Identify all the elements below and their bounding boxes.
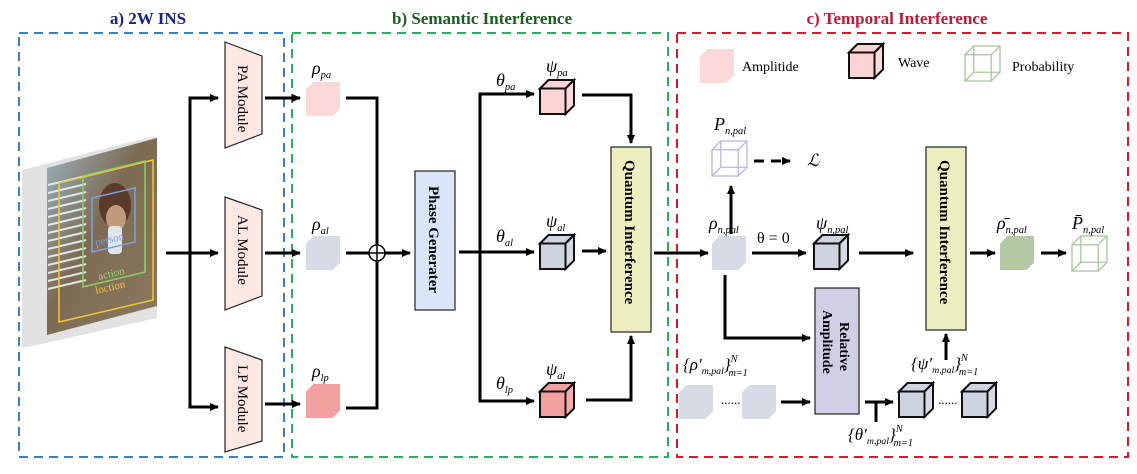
relative-amplitude-block: Relative Amplitude (814, 287, 860, 415)
wave-cube-pa (537, 77, 577, 117)
label-Pbar-n-pal: P̄n,pal (1071, 213, 1104, 236)
arrow-psi-lp-to-qi (586, 335, 635, 402)
arrow-rho-to-relative-amplitude (723, 275, 811, 342)
legend-amplitude-label: Amplitide (742, 60, 799, 75)
label-rho-lp: ρlp (311, 361, 329, 384)
lp-module-label: LP Module (234, 365, 250, 433)
probability-cube-pbar (1071, 235, 1108, 272)
legend-wave-icon (846, 41, 886, 81)
arrow-theta-lp (478, 252, 535, 405)
person-box (91, 187, 136, 253)
label-P-n-pal: Pn,pal (713, 114, 746, 137)
label-psi-pa: ψpa (546, 56, 568, 79)
loss-symbol: ℒ (807, 151, 820, 170)
arrow-theta-pa (478, 90, 535, 252)
wave-cube-set-last (959, 380, 999, 420)
amplitude-cube-al (306, 236, 340, 270)
rho-set-dots: ...... (721, 392, 741, 407)
section-title-2w-ins: a) 2W INS (110, 9, 186, 28)
input-video-frame: person action loction (22, 137, 157, 347)
pa-module-label: PA Module (234, 65, 250, 133)
phase-generator-label: Phase Generater (425, 186, 441, 293)
label-rho-al: ρal (311, 214, 329, 237)
pa-module: PA Module (224, 41, 263, 149)
quantum-interference-label-2: Quantum Interference (936, 160, 952, 305)
probability-cube-n (711, 140, 748, 177)
amplitude-cube-set-first (679, 385, 713, 419)
wave-cube-lp (537, 380, 577, 420)
quantum-interference-block-1: Quantum Interference (610, 146, 652, 333)
relative-amplitude-label-1: Relative (836, 322, 851, 371)
legend-probability-icon (964, 45, 1001, 82)
wave-cube-n (811, 232, 851, 272)
arrow-image-to-lp (188, 253, 219, 411)
quantum-interference-label-1: Quantum Interference (621, 160, 637, 305)
theta-zero-label: θ = 0 (757, 230, 790, 247)
label-rhobar-n-pal: ρ̄n,pal (996, 213, 1027, 236)
amplitude-cube-n (712, 236, 746, 270)
section-title-semantic-interference: b) Semantic Interference (392, 9, 572, 28)
legend-wave-label: Wave (898, 56, 930, 71)
section-title-temporal-interference: c) Temporal Interference (807, 9, 988, 28)
relative-amplitude-label-2: Amplitude (819, 310, 834, 374)
section-box-semantic (291, 32, 669, 458)
arrow-image-to-pa (188, 94, 219, 253)
amplitude-cube-rhobar (1000, 236, 1034, 270)
legend-amplitude-icon (700, 49, 734, 83)
label-theta-pa: θpa (496, 70, 515, 93)
wave-cube-al (537, 232, 577, 272)
label-theta-lp: θlp (496, 373, 513, 396)
location-box (58, 159, 154, 323)
legend-probability-label: Probability (1012, 60, 1074, 75)
label-theta-al: θal (496, 226, 513, 249)
al-module: AL Module (224, 196, 263, 311)
phase-generator-block: Phase Generater (414, 170, 456, 311)
amplitude-cube-lp (306, 384, 340, 418)
label-rho-pa: ρpa (311, 58, 331, 81)
label-psi-lp: ψal (546, 359, 565, 382)
label-rho-n-pal: ρn,pal (708, 213, 739, 236)
lp-module: LP Module (224, 346, 263, 453)
arrow-psi-pa-to-qi (582, 93, 635, 144)
section-box-temporal (676, 32, 1129, 458)
wave-cube-set-first (896, 380, 936, 420)
quantum-interference-block-2: Quantum Interference (925, 146, 967, 331)
amplitude-cube-set-last (742, 385, 776, 419)
al-module-label: AL Module (234, 215, 250, 285)
label-psi-al: ψal (546, 211, 565, 234)
label-psi-n-pal: ψn,pal (816, 213, 848, 236)
sum-operator-icon (368, 244, 386, 262)
amplitude-cube-pa (306, 82, 340, 116)
action-box (82, 160, 146, 288)
psi-set-dots: ...... (938, 392, 958, 407)
